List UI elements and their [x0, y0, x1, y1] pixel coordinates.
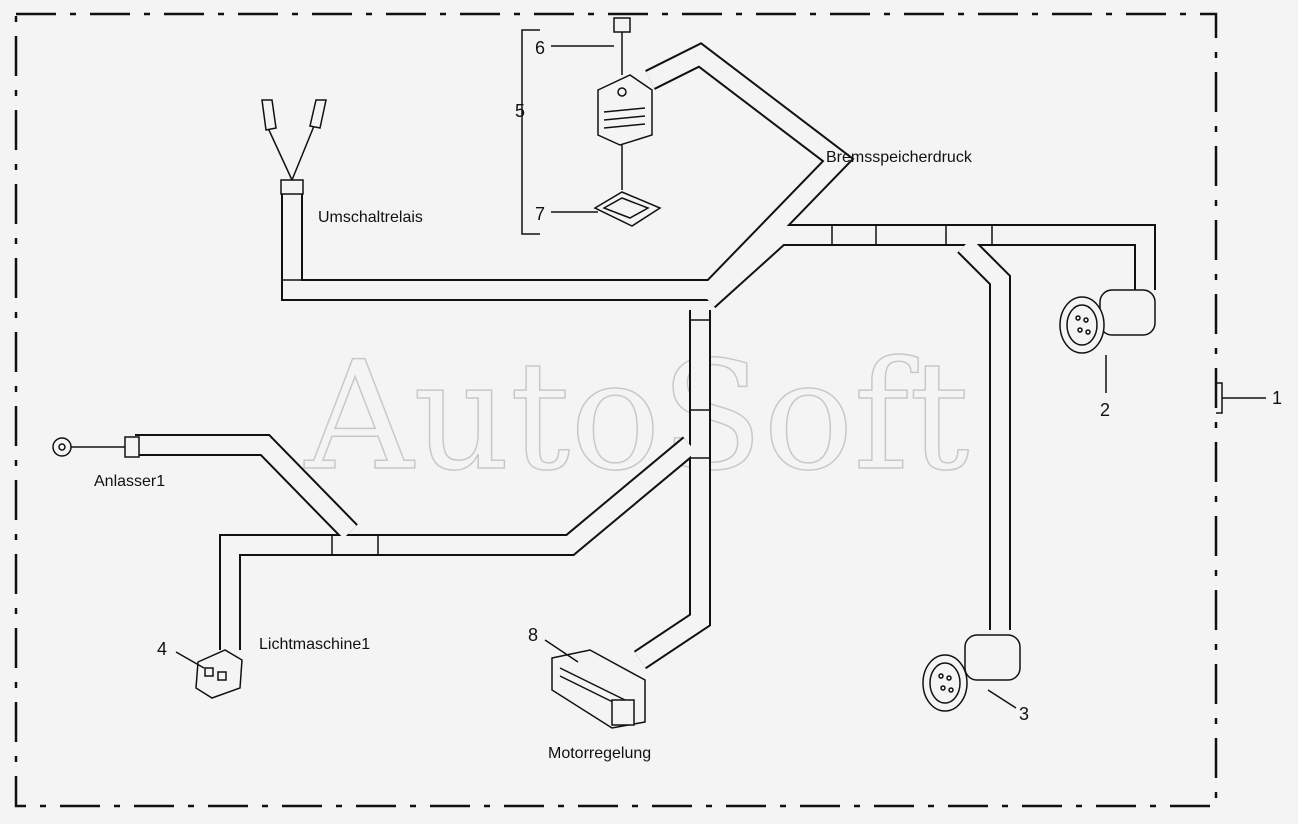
callout-6: 6 — [535, 38, 545, 58]
label-bremsspeicherdruck: Bremsspeicherdruck — [826, 149, 973, 166]
engine-control-connector — [551, 649, 646, 729]
callout-2: 2 — [1100, 400, 1110, 420]
label-motorregelung: Motorregelung — [548, 745, 651, 762]
callout-4: 4 — [157, 639, 167, 659]
label-anlasser: Anlasser1 — [94, 473, 165, 490]
callout-leaders — [175, 29, 1266, 709]
round-connector-3 — [922, 634, 1021, 712]
pressure-sensor — [593, 17, 662, 227]
label-lichtmaschine: Lichtmaschine1 — [259, 636, 370, 653]
starter-ring-terminal — [52, 436, 140, 458]
callout-5: 5 — [515, 101, 525, 121]
relay-wire-ends — [261, 99, 327, 195]
alternator-connector — [195, 649, 243, 699]
callout-1: 1 — [1272, 388, 1282, 408]
harness-cables — [135, 42, 1156, 670]
callout-7: 7 — [535, 204, 545, 224]
callout-3: 3 — [1019, 704, 1029, 724]
round-connector-2 — [1059, 289, 1156, 354]
callout-8: 8 — [528, 625, 538, 645]
assembly-boundary — [14, 12, 1218, 808]
label-umschaltrelais: Umschaltrelais — [318, 209, 423, 226]
